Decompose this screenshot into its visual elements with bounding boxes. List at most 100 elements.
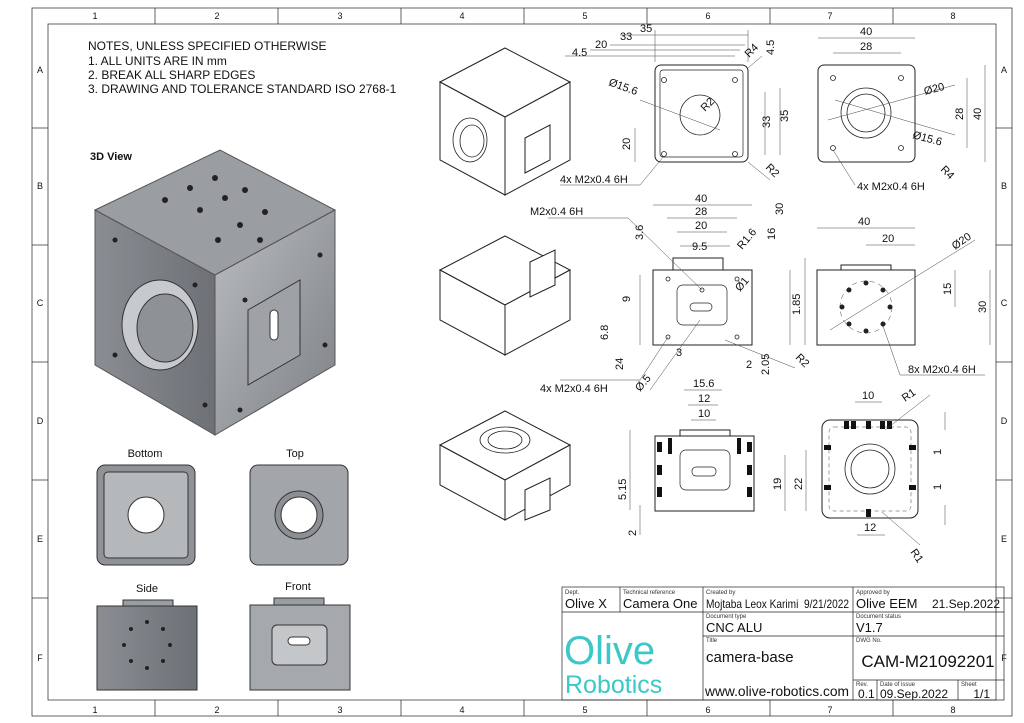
view-3d: 3D View: [90, 149, 337, 436]
dimension: 3: [676, 347, 682, 359]
row-label: A: [1001, 65, 1007, 75]
iso-view-3: [438, 410, 572, 521]
dimension: 1: [932, 484, 944, 490]
view-top: Top: [249, 448, 349, 566]
dimension: 24: [614, 358, 626, 370]
dimension: 33: [761, 116, 773, 128]
sheet-label: Sheet: [961, 682, 977, 688]
issue-label: Date of issue: [880, 682, 916, 688]
dimension: R4: [938, 164, 956, 182]
docstatus-label: Document status: [856, 614, 901, 620]
row-label: D: [1001, 416, 1008, 426]
ortho-top-section-view: 10 R1 1 1 12 R1: [821, 387, 946, 565]
row-label: B: [37, 181, 43, 191]
dimension: 15.6: [693, 378, 714, 390]
column-label: 3: [337, 11, 342, 21]
dimension: 1: [932, 449, 944, 455]
column-label: 2: [214, 11, 219, 21]
dimension: R1.6: [735, 226, 759, 252]
notes-title: NOTES, UNLESS SPECIFIED OTHERWISE: [88, 39, 327, 53]
row-label: E: [1001, 534, 1007, 544]
iso-view-1: [438, 47, 572, 196]
dimension: 33: [620, 31, 632, 43]
dimension: 5.15: [617, 479, 629, 500]
ortho-top-view: 40 28 Ø20 28 40 Ø15.6 R4 4x M2x0.4 6H: [817, 26, 986, 193]
notes: NOTES, UNLESS SPECIFIED OTHERWISE 1. ALL…: [88, 39, 397, 96]
dimension: R2: [763, 162, 781, 180]
dimension: 6.8: [599, 325, 611, 340]
created-label: Created by: [706, 590, 735, 596]
callout: 8x M2x0.4 6H: [908, 364, 976, 376]
ortho-back-view: 15.6 12 10 5.15 2 19 22: [617, 378, 807, 536]
title-label: Title: [706, 638, 718, 644]
dimension: R1: [908, 547, 926, 565]
dimension: 22: [793, 478, 805, 490]
column-label: 7: [827, 705, 832, 715]
title-value: camera-base: [706, 649, 794, 666]
dimension: 30: [977, 301, 989, 313]
column-label: 4: [459, 705, 464, 715]
note-item: 2. BREAK ALL SHARP EDGES: [88, 68, 255, 82]
dimension: 20: [695, 220, 707, 232]
column-label: 6: [705, 705, 710, 715]
view-label: Front: [285, 581, 311, 593]
title-block: Dept. Olive X Technical reference Camera…: [561, 586, 1005, 701]
dept-label: Dept.: [565, 590, 580, 596]
logo-text-robotics: Robotics: [565, 671, 662, 699]
column-label: 5: [582, 705, 587, 715]
callout: M2x0.4 6H: [530, 206, 583, 218]
dimension: 28: [695, 206, 707, 218]
column-label: 8: [950, 705, 955, 715]
column-label: 3: [337, 705, 342, 715]
dimension: 2.05: [760, 354, 772, 375]
callout: 4x M2x0.4 6H: [540, 383, 608, 395]
dimension: R1: [900, 387, 918, 405]
created-value: Mojtaba Leox Karimi 9/21/2022: [706, 597, 849, 611]
dimension: Ø15.6: [911, 129, 943, 148]
issue-value: 09.Sep.2022: [880, 687, 948, 701]
website: www.olive-robotics.com: [704, 683, 849, 699]
column-label: 4: [459, 11, 464, 21]
dimension: 4.5: [572, 47, 587, 59]
dimension: 10: [862, 390, 874, 402]
dimension: Ø20: [950, 231, 974, 253]
dimension: 40: [972, 108, 984, 120]
dimension: 19: [772, 478, 784, 490]
note-item: 3. DRAWING AND TOLERANCE STANDARD ISO 27…: [88, 82, 397, 96]
dimension: 12: [864, 522, 876, 534]
dimension: 4.5: [765, 40, 777, 55]
dimension: 20: [621, 138, 633, 150]
dimension: Ø15.6: [607, 77, 639, 99]
docstatus-value: V1.7: [856, 620, 883, 635]
column-label: 1: [92, 705, 97, 715]
column-label: 5: [582, 11, 587, 21]
row-label: B: [1001, 181, 1007, 191]
row-label: A: [37, 65, 43, 75]
view-front: Front: [249, 581, 351, 691]
dimension: 10: [698, 408, 710, 420]
view-label: Top: [286, 448, 304, 460]
approved-value: Olive EEM: [856, 596, 917, 611]
dwg-number: CAM-M21092201: [861, 652, 994, 671]
dimension: R2: [793, 352, 811, 370]
rev-value: 0.1: [858, 687, 875, 701]
row-label: D: [37, 416, 44, 426]
view-label: Side: [136, 583, 158, 595]
doctype-value: CNC ALU: [706, 620, 762, 635]
column-label: 1: [92, 11, 97, 21]
ortho-front-view: 40 28 20 9.5 M2x0.4 6H 3.6 R1.6 16 30 Ø1…: [530, 193, 811, 395]
note-item: 1. ALL UNITS ARE IN mm: [88, 54, 227, 68]
dimension: Ø.5: [633, 373, 654, 394]
approved-label: Approved by: [856, 590, 890, 596]
dimension: 20: [595, 39, 607, 51]
dimension: 12: [698, 393, 710, 405]
dimension: 28: [954, 108, 966, 120]
rev-label: Rev.: [856, 682, 868, 688]
dimension: 9: [621, 296, 633, 302]
dimension: 28: [860, 41, 872, 53]
dept-value: Olive X: [565, 596, 607, 611]
view-bottom: Bottom: [96, 448, 196, 566]
column-label: 6: [705, 11, 710, 21]
dwg-label: DWG No.: [856, 638, 882, 644]
